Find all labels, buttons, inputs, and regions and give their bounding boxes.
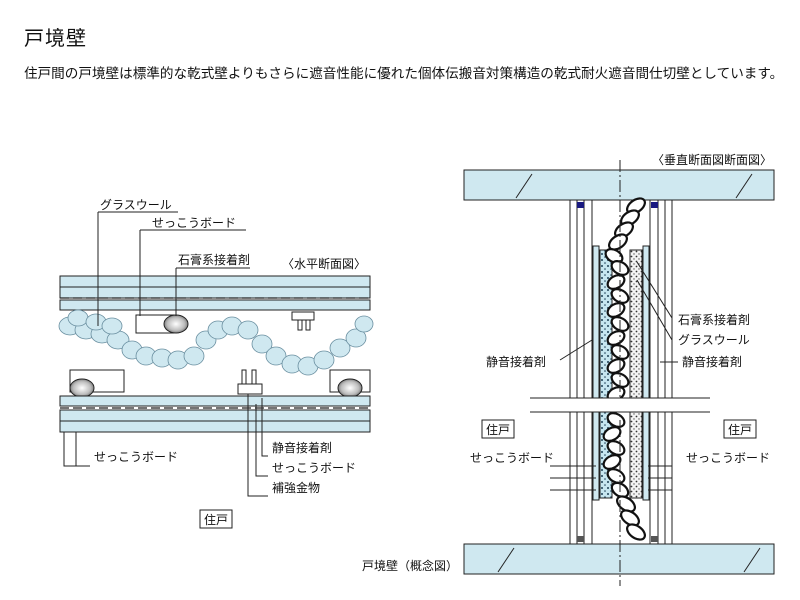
bottom-slab [463, 543, 775, 575]
gypsum-adhesive-pad [135, 314, 189, 334]
gypsum-board-top-label-h: せっこうボード [152, 216, 236, 230]
gypsum-board-left-label-v: せっこうボード [470, 451, 554, 465]
sound-adhesive-right-label-v: 静音接着剤 [682, 354, 742, 369]
gypsum-adhesive-label-h: 石膏系接着剤 [178, 252, 250, 267]
leader-lines-horizontal [63, 211, 268, 497]
vertical-section: 〈垂直断面図断面図〉 [463, 152, 775, 586]
glass-wool-braid [602, 197, 646, 541]
dwelling-left-box-v [481, 419, 515, 439]
horizontal-section: グラスウール せっこうボード 石膏系接着剤 〈水平断面図〉 せっこうボード 静音… [58, 198, 374, 529]
dwelling-right-box-v [723, 419, 757, 439]
lower-board-stack [59, 395, 371, 433]
top-caps [577, 202, 658, 542]
top-slab [463, 169, 775, 201]
leader-lines-vertical [550, 261, 678, 491]
dwelling-box-h [199, 509, 233, 529]
horizontal-section-caption: 〈水平断面図〉 [282, 256, 366, 271]
glass-wool-label-h: グラスウール [100, 198, 172, 212]
break-band [530, 398, 710, 412]
figure-caption: 戸境壁（概念図） [362, 558, 458, 573]
gypsum-board-bottom-left-label-h: せっこうボード [94, 450, 178, 464]
glass-wool-label-v: グラスウール [678, 333, 750, 347]
gypsum-board-bottom-right-label-h: せっこうボード [272, 461, 356, 475]
dwelling-right-label-v: 住戸 [728, 423, 752, 437]
vertical-section-caption: 〈垂直断面図断面図〉 [652, 152, 772, 167]
reinforcement-label-h: 補強金物 [272, 480, 320, 495]
page-title: 戸境壁 [24, 26, 87, 50]
dwelling-label-h: 住戸 [204, 513, 228, 527]
sound-adhesive-left-label-v: 静音接着剤 [486, 354, 546, 369]
sound-adhesive-label-h: 静音接着剤 [272, 440, 332, 455]
upper-board-stack [59, 275, 371, 311]
page-description: 住戸間の戸境壁は標準的な乾式壁よりもさらに遮音性能に優れた個体伝搬音対策構造の乾… [24, 66, 784, 82]
gypsum-adhesive-label-v: 石膏系接着剤 [678, 312, 750, 327]
dwelling-left-label-v: 住戸 [486, 423, 510, 437]
gypsum-board-right-label-v: せっこうボード [686, 451, 770, 465]
glass-wool-blobs [58, 309, 374, 376]
reinforcement-metal-upper [291, 311, 315, 331]
reinforcement-metal-lower [237, 369, 263, 395]
vertical-board-layers [569, 199, 673, 545]
lower-pads [69, 369, 371, 398]
